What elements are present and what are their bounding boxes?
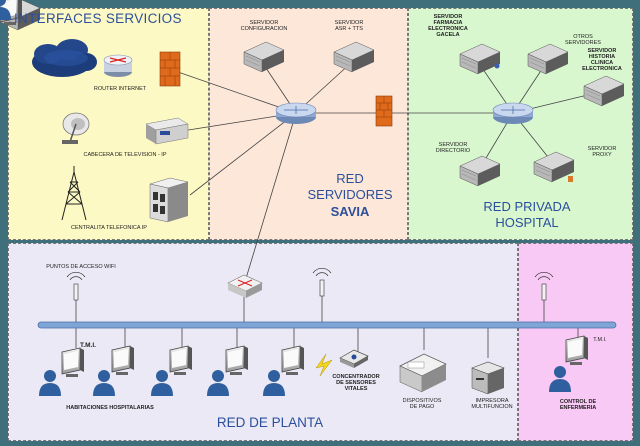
- wifi-access-point-icon-1: [66, 271, 86, 301]
- other-servers-label: OTROS SERVIDORES: [565, 34, 601, 47]
- other-servers-icon: [527, 43, 569, 75]
- nursing-terminal-icon: [565, 335, 589, 366]
- pbx-server-icon: [149, 177, 189, 223]
- clinical-history-server-label: SERVIDOR HISTORIA CLINICA ELECTRONICA: [582, 48, 622, 73]
- servers-zone-title-line2: SERVIDORES: [307, 187, 393, 202]
- plant-router-icon: [227, 274, 263, 298]
- wifi-access-points-label: PUNTOS DE ACCESO WIFI: [46, 264, 116, 270]
- internet-cloud-icon: [32, 39, 97, 77]
- wifi-access-point-icon-3: [534, 271, 554, 301]
- person-template: [0, 0, 11, 20]
- wifi-access-point-icon-2: [312, 267, 332, 297]
- tv-head-label: CABECERA DE TELEVISION - IP: [83, 152, 167, 158]
- directory-server-icon: [459, 155, 501, 187]
- tmi-terminal-icon-4: [225, 345, 249, 376]
- tmi-terminal-icon-2: [111, 345, 135, 376]
- tmi-label-left: T.M.I.: [80, 342, 96, 349]
- proxy-server-label: SERVIDOR PROXY: [587, 146, 617, 159]
- satellite-dish-icon: [62, 112, 90, 144]
- clinical-history-server-icon: [583, 75, 625, 107]
- proxy-lock-icon: [568, 176, 573, 182]
- pbx-label: CENTRALITA TELEFONICA IP: [71, 225, 147, 231]
- tv-head-box-icon: [145, 117, 189, 145]
- pharmacy-indicator-icon: [494, 63, 500, 69]
- tmi-terminal-icon-3: [169, 345, 193, 376]
- patient-icon-3: [151, 370, 173, 396]
- config-server-icon: [243, 41, 285, 73]
- vital-sensors-concentrator-icon: [315, 349, 369, 377]
- hospital-core-switch-icon: [492, 102, 534, 124]
- firewall-icon-left: [159, 51, 181, 87]
- firewall-icon-center: [375, 95, 393, 127]
- multifunction-printer-icon: [471, 361, 505, 395]
- savia-core-switch-icon: [275, 102, 317, 124]
- zone-plant: [8, 243, 518, 441]
- tmi-terminal-icon-5: [281, 345, 305, 376]
- nurse-icon: [549, 366, 571, 392]
- patient-icon-4: [207, 370, 229, 396]
- patient-icon-2: [93, 370, 115, 396]
- plant-zone-title: RED DE PLANTA: [216, 415, 324, 430]
- payment-device-icon: [399, 353, 447, 393]
- zone-servers: [209, 8, 408, 240]
- patient-icon-1: [39, 370, 61, 396]
- pharmacy-server-label: SERVIDOR FARMACIA ELECTRONICA GACELA: [428, 14, 468, 39]
- plant-network-bus: [37, 321, 617, 329]
- router-internet-icon: [103, 54, 133, 77]
- payment-devices-label: DISPOSITIVOS DE PAGO: [402, 398, 442, 411]
- radio-tower-icon: [61, 166, 87, 221]
- config-server-label: SERVIDOR CONFIGURACION: [240, 20, 288, 33]
- servers-zone-title-line3: SAVIA: [330, 204, 370, 219]
- private-zone-title-line1: RED PRIVADA: [483, 199, 571, 214]
- private-zone-title-line2: HOSPITAL: [495, 215, 559, 230]
- asr-tts-server-icon: [333, 41, 375, 73]
- vital-sensors-label: CONCENTRADOR DE SENSORES VITALES: [332, 374, 380, 393]
- directory-server-label: SERVIDOR DIRECTORIO: [435, 142, 471, 155]
- nursing-control-label: CONTROL DE ENFERMERIA: [559, 399, 597, 412]
- pharmacy-server-icon: [459, 43, 501, 75]
- servers-zone-title-line1: RED: [336, 171, 364, 186]
- tmi-label-right: T.M.I.: [593, 337, 607, 343]
- tmi-terminal-icon-1: [61, 347, 85, 378]
- asr-server-label: SERVIDOR ASR + TTS: [334, 20, 364, 33]
- interfaces-zone-title: INTERFACES SERVICIOS: [14, 11, 182, 26]
- multifunction-printer-label: IMPRESORA MULTIFUNCION: [471, 398, 513, 411]
- patient-icon-5: [263, 370, 285, 396]
- zone-private: [408, 8, 633, 240]
- hospital-rooms-label: HABITACIONES HOSPITALARIAS: [66, 405, 154, 411]
- router-internet-label: ROUTER INTERNET: [93, 86, 147, 92]
